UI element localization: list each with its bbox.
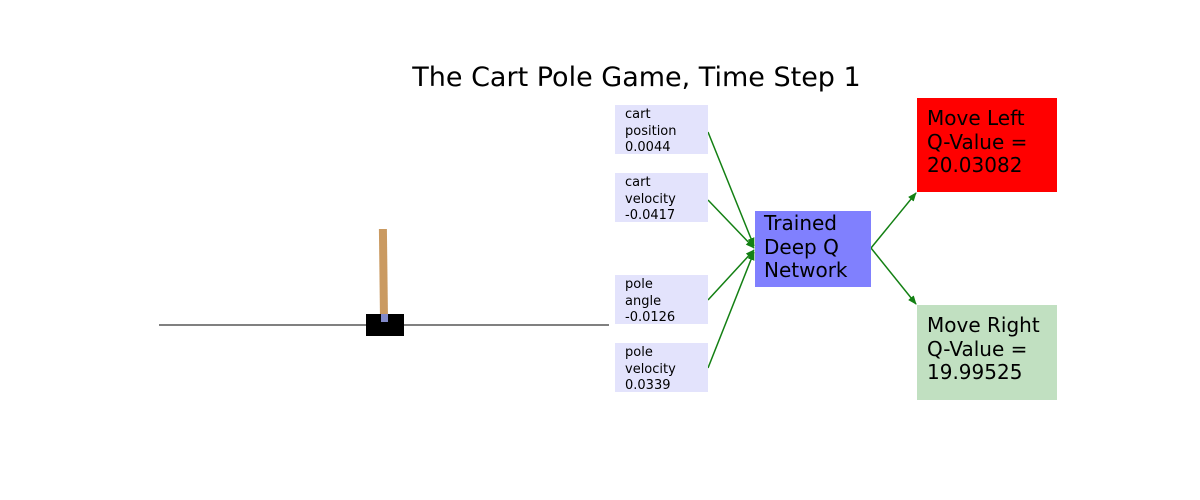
input-pole-angle-box: pole angle -0.0126 bbox=[615, 275, 708, 325]
cart bbox=[366, 314, 404, 336]
arrow-pole-velocity-to-network bbox=[707, 251, 755, 369]
input-cart-position-box: cart position 0.0044 bbox=[615, 105, 708, 155]
arrow-cart-velocity-to-network bbox=[707, 199, 755, 249]
pole bbox=[378, 228, 389, 322]
cart-pole-scene bbox=[159, 228, 609, 336]
move-right-q-value-box: Move Right Q-Value = 19.99525 bbox=[917, 305, 1057, 400]
arrow-network-to-move-right bbox=[870, 247, 917, 305]
input-pole-velocity-box: pole velocity 0.0339 bbox=[615, 343, 708, 393]
diagram-title: The Cart Pole Game, Time Step 1 bbox=[412, 62, 861, 93]
axle bbox=[381, 314, 388, 322]
deep-q-network-box: Trained Deep Q Network bbox=[755, 211, 871, 287]
arrows bbox=[707, 131, 917, 369]
move-left-q-value-box: Move Left Q-Value = 20.03082 bbox=[917, 98, 1057, 192]
arrow-pole-angle-to-network bbox=[707, 249, 755, 301]
arrow-network-to-move-left bbox=[870, 192, 917, 249]
arrow-cart-position-to-network bbox=[707, 131, 755, 247]
input-cart-velocity-box: cart velocity -0.0417 bbox=[615, 173, 708, 223]
